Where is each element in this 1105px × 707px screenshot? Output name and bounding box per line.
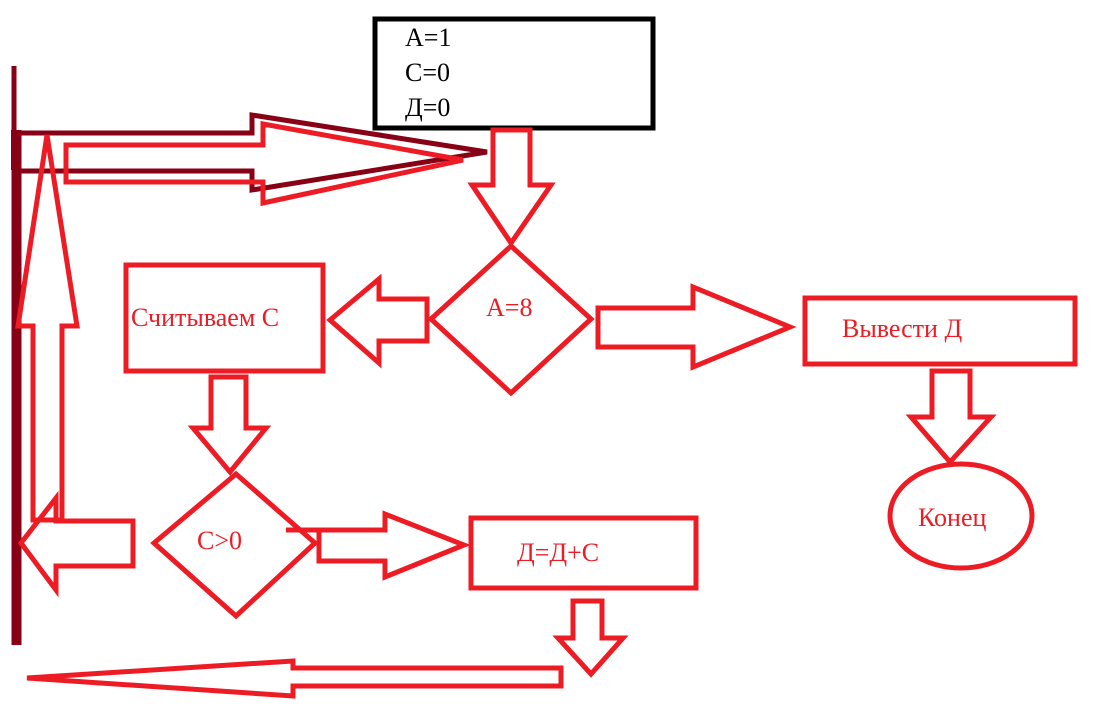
arrow-check-c-to-loop [17,490,136,598]
add-label: Д=Д+С [517,538,599,567]
init-line-c: C=0 [405,58,450,87]
arrow-check-a-to-read-c [326,273,430,369]
check-a-label: A=8 [486,293,532,322]
arrow-read-c-to-check-c [187,374,272,476]
arrow-init-to-check-a [467,127,556,248]
arrow-check-c-to-add [286,510,471,581]
arrow-bottom-loop [26,658,564,699]
check-c-label: C>0 [197,526,242,555]
loop-arrow-dark [16,112,488,193]
init-line-d: Д=0 [405,93,450,122]
output-node: Вывести Д [802,295,1078,367]
check-c-node: C>0 [150,470,319,620]
arrow-add-down [552,598,629,678]
read-c-label: Считываем С [131,303,279,332]
end-label: Конец [918,503,987,532]
arrow-output-to-end [905,368,997,466]
read-c-node: Считываем С [123,262,326,374]
end-node: Конец [887,461,1035,571]
loop-back-line [11,66,22,645]
output-label: Вывести Д [842,314,962,343]
add-node: Д=Д+С [468,515,699,591]
init-node: A=1 C=0 Д=0 [372,16,656,131]
init-line-a: A=1 [405,23,451,52]
up-arrow [15,134,80,523]
check-a-node: A=8 [427,242,595,397]
arrow-check-a-to-output [595,283,797,371]
loop-arrow-red [63,121,464,207]
